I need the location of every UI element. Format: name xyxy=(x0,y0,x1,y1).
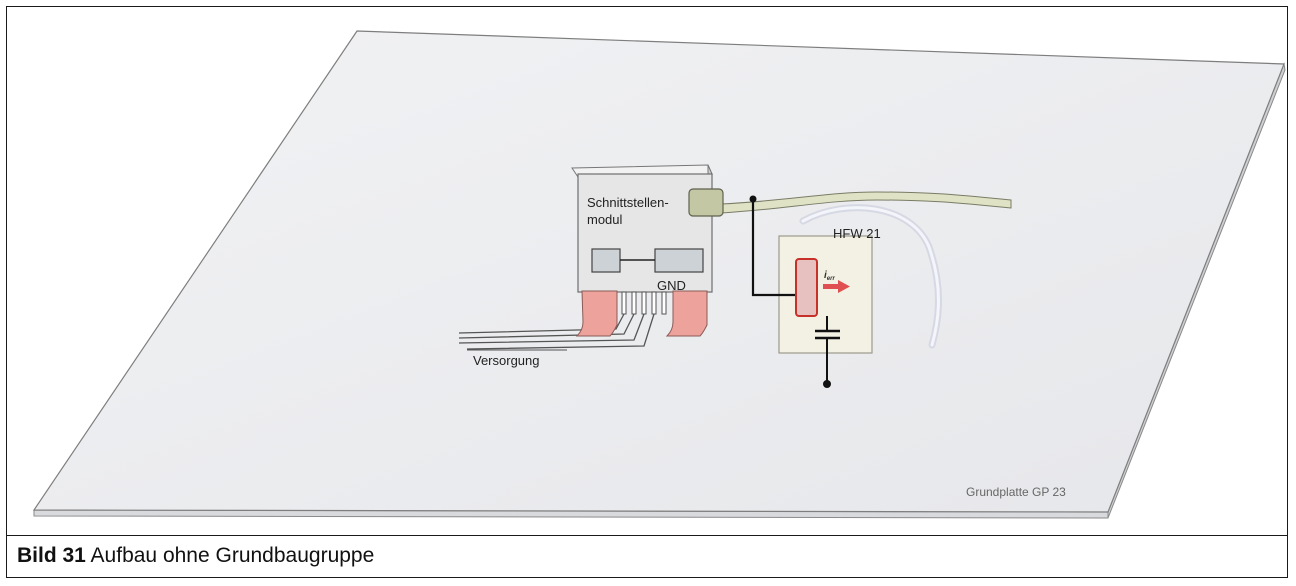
caption-row: Bild 31 Aufbau ohne Grundbaugruppe xyxy=(7,535,1287,577)
figure-number: Bild 31 xyxy=(17,544,86,567)
supply-wires xyxy=(458,313,655,350)
resistor-icon xyxy=(795,258,818,317)
gnd-pad-right xyxy=(665,290,708,337)
setup-diagram: HFW 21 ierr Schnittstellen- modul xyxy=(32,30,1286,519)
current-label: ierr xyxy=(824,270,835,282)
module-chip-left xyxy=(591,248,621,273)
module-label-line2: modul xyxy=(587,212,623,227)
module-label-line1: Schnittstellen- xyxy=(587,195,669,210)
figure-frame: HFW 21 ierr Schnittstellen- modul xyxy=(6,6,1288,578)
interface-cable xyxy=(720,191,1012,214)
current-arrow-icon xyxy=(838,280,850,293)
figure-caption: Bild 31 Aufbau ohne Grundbaugruppe xyxy=(17,544,374,568)
module-chip-right xyxy=(654,248,704,273)
gnd-label: GND xyxy=(657,278,686,293)
gnd-pad-left xyxy=(575,290,618,337)
plate-label: Grundplatte GP 23 xyxy=(966,485,1066,499)
ground-dot xyxy=(823,380,831,388)
figure-title: Aufbau ohne Grundbaugruppe xyxy=(90,544,375,567)
supply-label: Versorgung xyxy=(473,353,540,368)
hfw-label: HFW 21 xyxy=(833,226,881,241)
diagram-area: HFW 21 ierr Schnittstellen- modul xyxy=(7,7,1287,535)
current-arrow-shaft xyxy=(823,284,838,289)
cable-connector xyxy=(688,188,724,217)
